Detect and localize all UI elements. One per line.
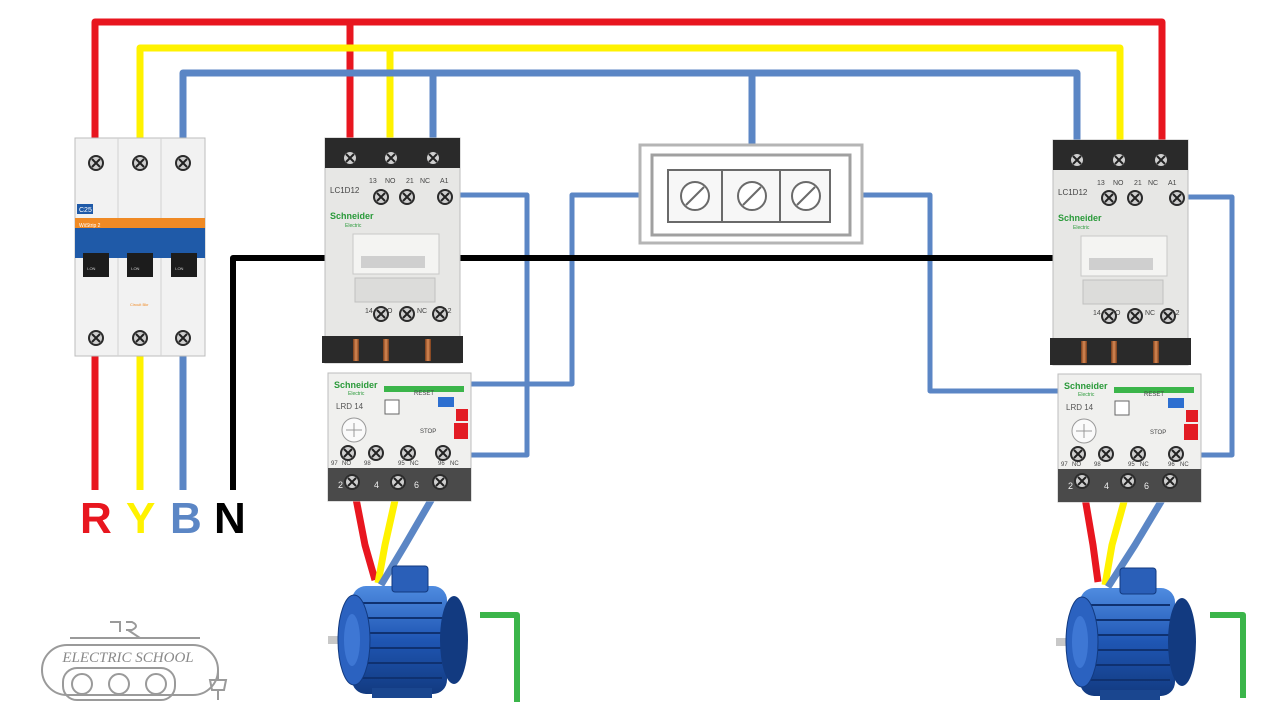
motor-right <box>1055 567 1197 701</box>
electric-school-logo <box>41 621 228 701</box>
contactor-right <box>1049 139 1192 366</box>
contactor-left <box>321 137 464 364</box>
svg-text:I-ON: I-ON <box>175 266 184 271</box>
mcb-breaker: I-ON I-ON I-ON C25 WiiStrip 2 Circuit Bkr <box>74 137 206 357</box>
phase-label-r: R <box>80 494 112 543</box>
svg-text:WiiStrip 2: WiiStrip 2 <box>79 223 101 229</box>
yellow-phase-wire <box>136 44 1134 586</box>
svg-text:C25: C25 <box>79 207 92 214</box>
overload-relay-right <box>1057 373 1202 503</box>
phase-label-b: B <box>170 494 202 543</box>
svg-text:I-ON: I-ON <box>131 266 140 271</box>
red-phase-wire <box>91 18 1166 583</box>
svg-text:Circuit Bkr: Circuit Bkr <box>130 302 149 307</box>
svg-text:I-ON: I-ON <box>87 266 96 271</box>
earth-wire <box>480 612 1246 702</box>
motor-left <box>327 565 469 699</box>
phase-label-y: Y <box>126 494 156 543</box>
blue-phase-wire <box>179 69 1178 589</box>
phase-label-n: N <box>214 494 246 543</box>
terminal-block <box>638 143 864 245</box>
overload-relay-left <box>327 372 472 502</box>
logo-text: ELECTRIC SCHOOL <box>61 650 193 666</box>
